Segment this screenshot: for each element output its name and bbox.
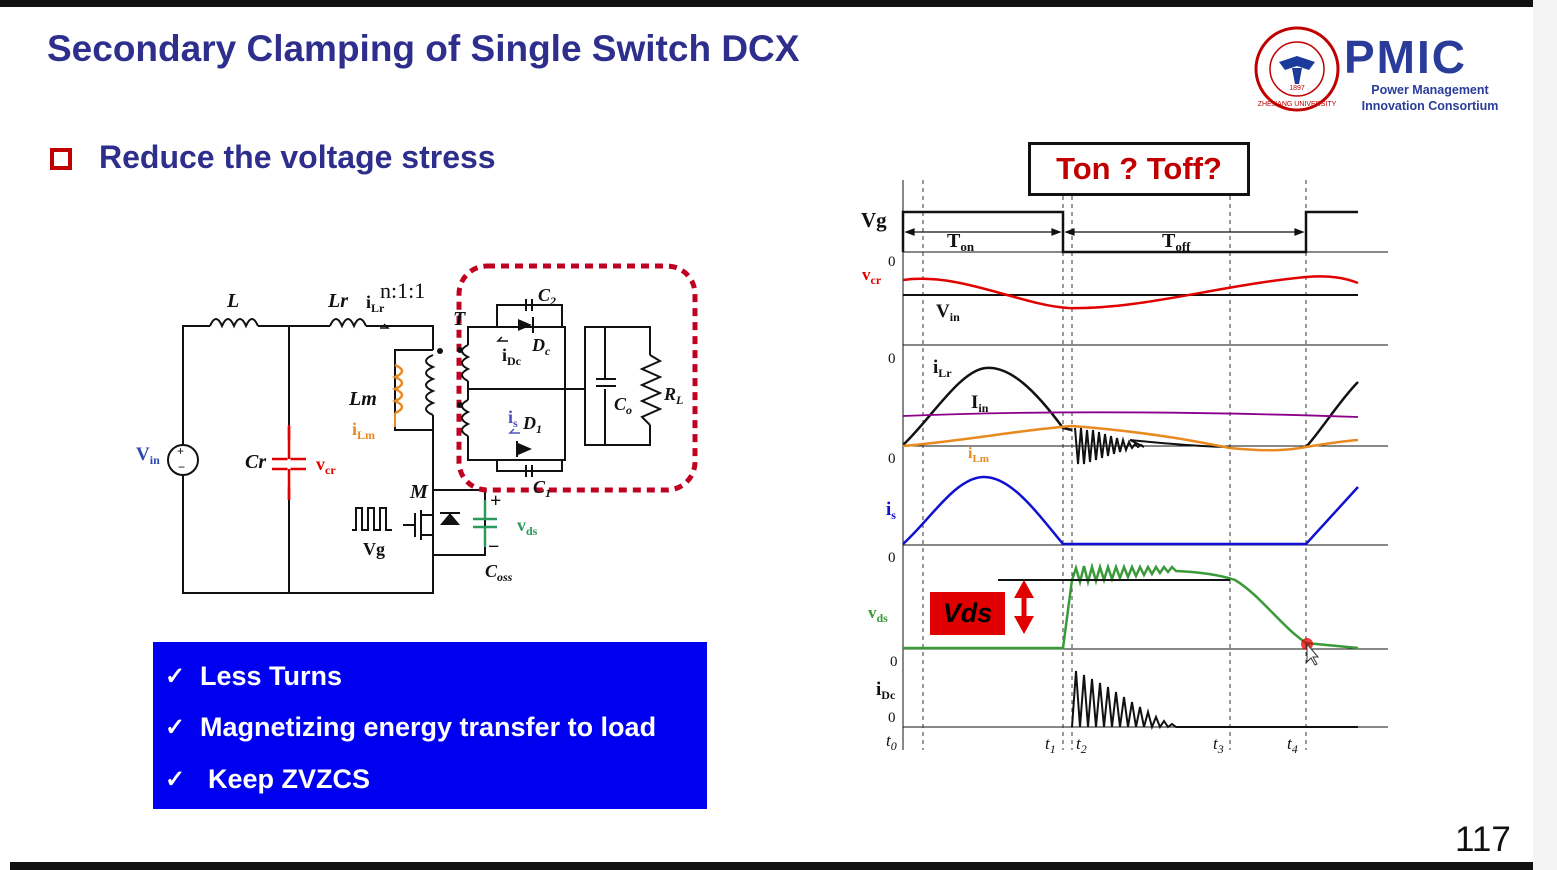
slide-title: Secondary Clamping of Single Switch DCX [47, 28, 800, 69]
svg-text:0: 0 [888, 351, 896, 367]
check-icon: ✓ [165, 766, 186, 793]
svg-text:C2: C2 [538, 285, 556, 308]
svg-text:n:1:1: n:1:1 [380, 278, 425, 303]
bottom-border [10, 862, 1533, 870]
bullet-square-icon [50, 148, 72, 170]
svg-text:vcr: vcr [316, 454, 336, 477]
svg-text:vds: vds [868, 603, 888, 625]
svg-text:RL: RL [663, 384, 683, 407]
check-icon: ✓ [165, 663, 186, 690]
svg-text:Lr: Lr [327, 290, 348, 312]
switching-waveforms: Vg Ton Toff vcr Vin iLr Iin iLm is vds i… [861, 180, 1388, 756]
pmic-wordmark: PMIC [1344, 31, 1467, 83]
svg-text:vds: vds [517, 515, 538, 538]
svg-text:Lm: Lm [348, 388, 377, 410]
svg-text:+: + [490, 490, 501, 512]
svg-text:ZHEJIANG UNIVERSITY: ZHEJIANG UNIVERSITY [1258, 101, 1337, 108]
svg-text:Vg: Vg [861, 208, 887, 232]
svg-text:t2: t2 [1076, 734, 1087, 756]
svg-text:−: − [488, 536, 499, 558]
svg-text:D1: D1 [522, 413, 542, 436]
svg-text:Vg: Vg [363, 539, 385, 559]
svg-text:Cr: Cr [245, 451, 266, 473]
svg-text:L: L [226, 290, 239, 312]
pmic-logo: 1897 ZHEJIANG UNIVERSITY [1252, 22, 1512, 114]
svg-text:vcr: vcr [862, 265, 882, 287]
bullet-text: Reduce the voltage stress [99, 139, 496, 175]
svg-text:0: 0 [888, 254, 896, 270]
svg-text:0: 0 [888, 451, 896, 467]
svg-text:Iin: Iin [971, 392, 989, 415]
svg-text:is: is [508, 407, 518, 430]
feature-magnetizing-energy: Magnetizing energy transfer to load [200, 712, 657, 742]
svg-text:0: 0 [888, 550, 896, 566]
svg-text:Vin: Vin [136, 444, 160, 467]
vds-label-box: Vds [930, 592, 1005, 635]
ton-toff-question-box: Ton ? Toff? [1028, 142, 1250, 196]
svg-text:0: 0 [888, 710, 896, 726]
svg-text:iDc: iDc [876, 679, 896, 702]
svg-text:iLm: iLm [968, 445, 989, 465]
pmic-subtitle: Power Management Innovation Consortium [1361, 83, 1499, 113]
svg-text:C1: C1 [533, 477, 551, 500]
top-border [0, 0, 1533, 7]
svg-text:1897: 1897 [1289, 85, 1305, 92]
svg-text:t0: t0 [886, 731, 897, 753]
svg-text:iLr: iLr [933, 357, 952, 380]
svg-text:0: 0 [890, 654, 898, 670]
svg-text:iDc: iDc [502, 345, 522, 368]
svg-text:Coss: Coss [485, 561, 513, 584]
svg-text:M: M [409, 481, 429, 503]
svg-text:iLr: iLr [366, 292, 385, 315]
feature-keep-zvzcs: Keep ZVZCS [208, 764, 371, 794]
svg-text:iLm: iLm [352, 419, 375, 442]
dcx-circuit-diagram: + − L Lr T Lm Cr M n:1:1 iLr C2 Dc iDc D… [136, 263, 698, 594]
svg-text:−: − [178, 460, 185, 474]
svg-text:t1: t1 [1045, 734, 1056, 756]
check-icon: ✓ [165, 714, 186, 741]
svg-text:+: + [177, 444, 184, 458]
window-edge [1533, 0, 1557, 870]
svg-text:Co: Co [614, 394, 632, 417]
svg-text:is: is [886, 499, 896, 522]
svg-text:Dc: Dc [531, 335, 551, 358]
page-number: 117 [1455, 820, 1511, 859]
svg-text:Toff: Toff [1162, 230, 1191, 254]
svg-text:T: T [453, 308, 466, 330]
svg-text:Ton: Ton [947, 230, 975, 254]
features-box: ✓ Less Turns ✓ Magnetizing energy transf… [153, 642, 707, 809]
svg-text:t3: t3 [1213, 734, 1224, 756]
feature-less-turns: Less Turns [200, 661, 343, 691]
svg-text:Vin: Vin [936, 301, 960, 324]
svg-text:t4: t4 [1287, 734, 1298, 756]
zhejiang-university-seal: 1897 ZHEJIANG UNIVERSITY [1254, 26, 1340, 112]
